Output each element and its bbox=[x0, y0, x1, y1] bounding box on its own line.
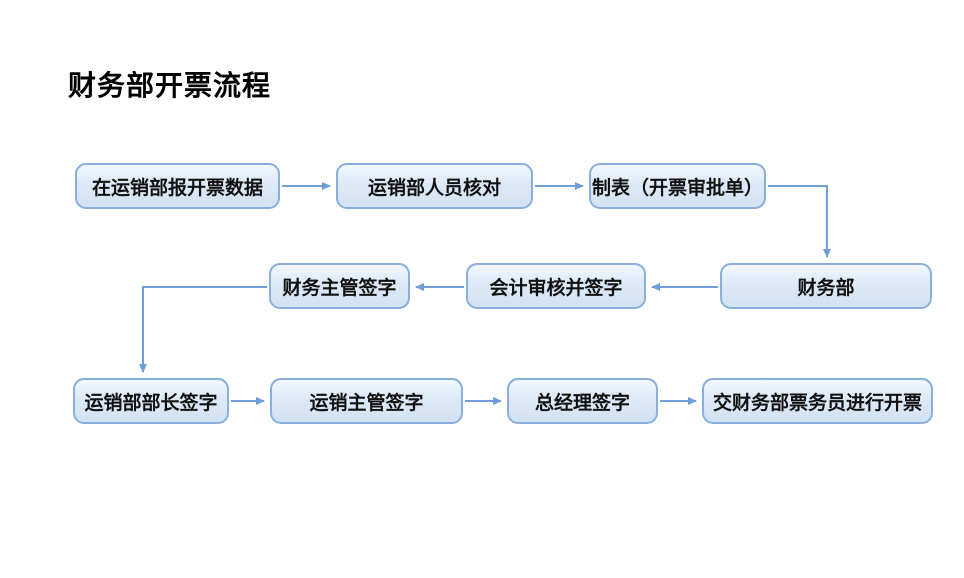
flow-node-gm-sign: 总经理签字 bbox=[507, 378, 658, 424]
flow-node-label: 财务部 bbox=[797, 277, 855, 299]
flow-node-label: 总经理签字 bbox=[534, 392, 630, 414]
flow-node-sales-minister-sign: 运销部部长签字 bbox=[73, 378, 229, 424]
flow-node-label: 制表（开票审批单） bbox=[591, 177, 763, 199]
edge-makeform-to-financedept bbox=[768, 185, 831, 258]
flow-node-label: 运销主管签字 bbox=[309, 392, 424, 414]
page-title: 财务部开票流程 bbox=[68, 71, 272, 102]
flow-node-label: 运销部人员核对 bbox=[367, 177, 501, 199]
flow-node-label: 运销部部长签字 bbox=[84, 392, 218, 414]
flow-node-label: 会计审核并签字 bbox=[489, 277, 623, 299]
flow-node-report-data: 在运销部报开票数据 bbox=[75, 163, 280, 209]
flow-node-finance-dept: 财务部 bbox=[720, 263, 932, 309]
flow-node-ticket-clerk: 交财务部票务员进行开票 bbox=[702, 378, 933, 424]
flow-node-verify: 运销部人员核对 bbox=[336, 163, 533, 209]
flow-node-finance-supervisor-sign: 财务主管签字 bbox=[269, 263, 410, 309]
flow-node-sales-supervisor-sign: 运销主管签字 bbox=[270, 378, 463, 424]
flow-node-label: 财务主管签字 bbox=[282, 277, 397, 299]
flow-node-accountant-sign: 会计审核并签字 bbox=[466, 263, 646, 309]
edge-finsupervisor-to-minister bbox=[139, 286, 267, 373]
flow-node-label: 在运销部报开票数据 bbox=[91, 177, 263, 199]
flow-node-make-form: 制表（开票审批单） bbox=[589, 163, 766, 209]
flow-node-label: 交财务部票务员进行开票 bbox=[712, 392, 922, 414]
